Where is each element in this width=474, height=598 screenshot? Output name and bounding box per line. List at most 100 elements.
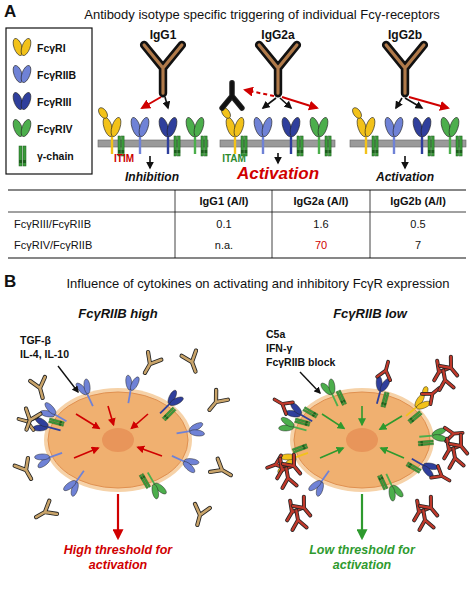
ellipse-shape: [83, 379, 91, 395]
path-shape: [32, 501, 57, 524]
path-shape: [416, 509, 433, 530]
line-shape: [76, 471, 84, 482]
path-shape: [377, 360, 395, 380]
cell-group: FcγRIIB low: [287, 306, 453, 506]
rect-shape: [23, 146, 26, 166]
rect-shape: [409, 413, 422, 424]
line-shape: [47, 427, 60, 430]
line-shape: [290, 136, 292, 154]
arrow: [74, 448, 98, 458]
nucleus: [346, 428, 378, 452]
rect-shape: [302, 445, 305, 448]
antibody: [436, 369, 453, 390]
rect-shape: [460, 150, 463, 153]
label: n.a.: [215, 239, 233, 252]
path-shape: [32, 501, 57, 524]
rect-shape: [384, 403, 386, 406]
g-shape: [411, 116, 434, 156]
rect-shape: [297, 136, 300, 156]
label: Low threshold for activation: [292, 543, 432, 573]
arrow: [396, 98, 402, 108]
path-shape: [190, 504, 210, 527]
g-shape: [398, 379, 446, 424]
rect-shape: [338, 390, 346, 404]
panel-a: [6, 28, 466, 258]
table-lines: [8, 190, 466, 258]
legend-text: FcγRIV: [37, 123, 73, 135]
line-shape: [8, 189, 466, 190]
path-shape: [436, 369, 453, 390]
line-shape: [177, 431, 190, 433]
path-shape: [377, 360, 395, 380]
rect-shape: [201, 150, 204, 153]
ellipse-shape: [363, 116, 377, 137]
path-shape: [210, 459, 235, 482]
membrane: [350, 140, 466, 147]
fc-receptor: [184, 116, 207, 156]
line-shape: [393, 136, 395, 154]
ellipse-shape: [151, 484, 160, 500]
rect-shape: [421, 444, 423, 446]
legend-text: FcγRIIB: [37, 69, 76, 81]
line-shape: [421, 136, 423, 154]
path-shape: [271, 394, 293, 414]
fc-receptor: [398, 384, 440, 424]
line-shape: [194, 136, 196, 154]
cell-group: FcγRIIB high: [45, 306, 191, 506]
rect-shape: [305, 423, 308, 425]
line-shape: [272, 190, 273, 258]
path-shape: [289, 509, 306, 530]
label: FcγRIIB block: [266, 356, 335, 369]
line-shape: [175, 190, 176, 258]
g-shape: [33, 445, 65, 470]
rect-shape: [312, 414, 315, 417]
membrane: [220, 140, 335, 147]
g-shape: [129, 116, 151, 154]
arrow: [322, 414, 344, 428]
g-shape: [157, 116, 180, 156]
ellipse-shape: [288, 116, 302, 137]
rect-shape: [325, 150, 328, 153]
panel-letter: B: [4, 272, 16, 292]
line-shape: [234, 136, 236, 154]
rect-shape: [205, 150, 208, 153]
line-shape: [332, 394, 338, 406]
g-shape: [277, 414, 310, 438]
label: TGF-β: [20, 334, 51, 347]
arrow: [142, 97, 161, 108]
cell-heading: FcγRIIB low: [287, 306, 453, 321]
label: ITIM: [114, 153, 134, 165]
path-shape: [386, 45, 424, 93]
ellipse-shape: [419, 116, 433, 137]
legend-swatch: [10, 35, 34, 61]
cell-heading: FcγRIIB high: [45, 306, 191, 321]
legend-swatch: [10, 62, 34, 88]
g-shape: [252, 116, 274, 154]
path-shape: [259, 45, 297, 93]
cell: [294, 392, 430, 488]
ellipse-shape: [351, 106, 364, 120]
ellipse-shape: [388, 486, 396, 502]
legend-text: FcγRI: [37, 42, 66, 54]
legend-row: FcγRI: [10, 34, 88, 61]
cell-halo: [290, 388, 434, 492]
legend-row: FcγRIII: [10, 88, 88, 115]
arrow: [138, 447, 162, 456]
path-shape: [204, 390, 228, 415]
fc-receptor: [220, 106, 247, 156]
line-shape: [386, 474, 392, 486]
line-shape: [370, 190, 371, 258]
arrow: [263, 98, 276, 108]
label: FcγRIV/FcγRIIB: [14, 239, 92, 252]
antibody: [138, 352, 161, 377]
g-shape: [153, 388, 186, 421]
rect-shape: [19, 160, 22, 163]
legend-text: FcγRIII: [37, 96, 71, 108]
legend-row: FcγRIIB: [10, 61, 88, 88]
antibody: [190, 504, 210, 527]
g-shape: [270, 392, 318, 429]
path-shape: [144, 45, 182, 93]
fc-receptor: [318, 377, 346, 411]
fc-receptor: [280, 116, 303, 156]
